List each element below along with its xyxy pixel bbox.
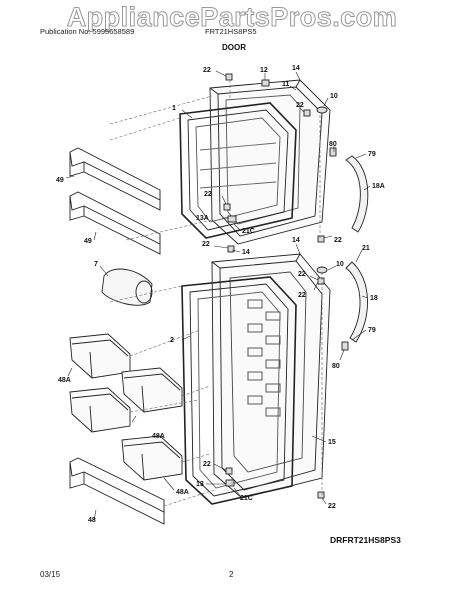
drawing-code: DRFRT21HS8PS3 [330,535,401,545]
section-title: DOOR [222,43,246,52]
callout-22: 22 [328,503,336,510]
publication-number: Publication No: 5995658589 [40,27,135,36]
callout-14: 14 [242,249,250,256]
watermark-logo: AppliancePartsPros.com [66,2,398,33]
callout-48: 48 [88,517,96,524]
callout-80: 80 [329,141,337,148]
door-bin-3 [69,387,131,433]
callout-14: 14 [292,237,300,244]
callout-22: 22 [296,102,304,109]
callout-79: 79 [368,151,376,158]
fresh-food-door-gasket [181,276,297,505]
fresh-food-door-panel [211,253,331,499]
door-bin-4 [121,435,183,481]
callout-48a: 48A [58,377,71,384]
callout-2: 2 [170,337,174,344]
leader-lines [65,70,371,521]
hardware-parts [223,73,349,499]
callout-22: 22 [203,67,211,74]
callout-13a: 13A [196,215,209,222]
callout-21: 21 [362,245,370,252]
callout-12: 12 [260,67,268,74]
callout-22: 22 [298,271,306,278]
callout-48a: 48A [176,489,189,496]
freezer-door-gasket [179,102,297,239]
dairy-door [101,268,153,306]
freezer-door-shelf-upper [69,147,161,211]
door-bin-2 [121,367,183,413]
page-number: 2 [229,570,234,579]
freezer-handle [345,155,369,233]
footer-date: 03/15 [40,570,61,579]
projection-lines [109,80,323,507]
door-bin-1 [69,333,131,379]
model-number: FRT21HS8PS5 [205,27,257,36]
door-shelf-lower [69,457,165,525]
callout-22: 22 [334,237,342,244]
callout-15: 15 [328,439,336,446]
callout-10: 10 [336,261,344,268]
callout-14: 14 [292,65,300,72]
callout-10: 10 [330,93,338,100]
callout-18: 18 [370,295,378,302]
callout-79: 79 [368,327,376,334]
callout-11: 11 [282,81,290,88]
callout-22: 22 [203,461,211,468]
callout-22: 22 [202,241,210,248]
callout-21c: 21C [242,228,255,235]
callout-13: 13 [196,481,204,488]
fresh-food-door-liner [229,271,307,473]
callout-18a: 18A [372,183,385,190]
callout-22: 22 [298,292,306,299]
callout-1: 1 [172,105,176,112]
fresh-food-handle [345,261,368,343]
freezer-door-shelf-lower [69,191,161,255]
callout-49: 49 [84,238,92,245]
callout-21c: 21C [240,495,253,502]
callout-49: 49 [56,177,64,184]
callout-22: 22 [204,191,212,198]
callout-80: 80 [332,363,340,370]
callout-48a: 48A [152,433,165,440]
callout-7: 7 [94,261,98,268]
